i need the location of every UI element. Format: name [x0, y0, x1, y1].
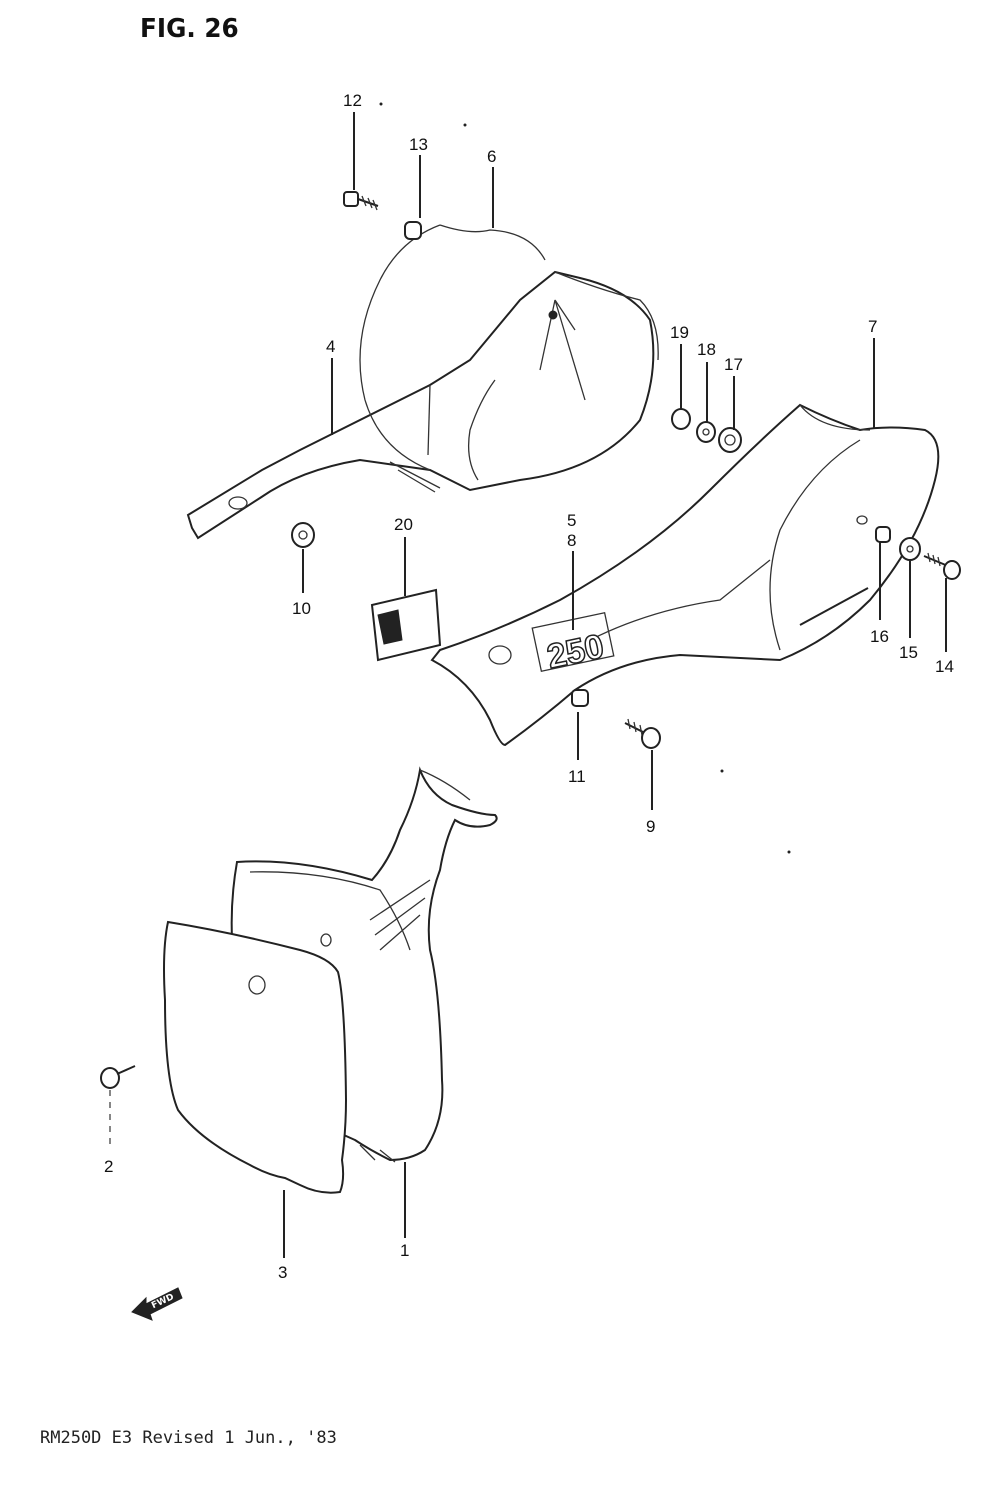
callout-4: 4: [326, 337, 335, 356]
washer-15: [899, 537, 921, 561]
figure-title: FIG. 26: [140, 14, 239, 44]
callout-15: 15: [899, 643, 918, 662]
footer-revision: RM250D E3 Revised 1 Jun., '83: [40, 1428, 337, 1448]
left-side-cover: [186, 224, 659, 540]
speck: [787, 850, 791, 854]
callout-3: 3: [278, 1263, 287, 1282]
callout-8: 8: [567, 531, 576, 550]
speck: [720, 769, 724, 773]
callout-5: 5: [567, 511, 576, 530]
bolt-14: [923, 552, 961, 580]
collar-17: [718, 427, 742, 453]
bolt-12: [343, 191, 379, 211]
collar-16: [875, 526, 891, 543]
callout-18: 18: [697, 340, 716, 359]
callout-16: 16: [870, 627, 889, 646]
number-plate: [163, 920, 348, 1194]
collar-13: [404, 221, 422, 240]
screw-2: [100, 1065, 136, 1089]
callout-9: 9: [646, 817, 655, 836]
callout-12: 12: [343, 91, 362, 110]
callout-19: 19: [670, 323, 689, 342]
grommet-10: [291, 522, 315, 548]
collar-11: [571, 689, 589, 707]
callout-7: 7: [868, 317, 877, 336]
grommet-19: [671, 408, 691, 430]
front-direction-arrow: FWD: [131, 1287, 183, 1321]
callout-14: 14: [935, 657, 954, 676]
callout-10: 10: [292, 599, 311, 618]
callout-labels: 12 13 6 4 19 18 17 7 20 5 8 10 16 15 14 …: [104, 91, 954, 1282]
callout-1: 1: [400, 1241, 409, 1260]
speck: [379, 102, 383, 106]
callout-17: 17: [724, 355, 743, 374]
right-side-cover: 250: [430, 403, 940, 747]
speck: [463, 123, 467, 127]
washer-18: [696, 421, 716, 443]
screw-9: [624, 718, 661, 749]
callout-11: 11: [568, 767, 586, 786]
callout-6: 6: [487, 147, 496, 166]
leader-lines: [109, 112, 947, 1258]
callout-2: 2: [104, 1157, 113, 1176]
label-20: [370, 588, 442, 662]
callout-13: 13: [409, 135, 428, 154]
callout-20: 20: [394, 515, 413, 534]
